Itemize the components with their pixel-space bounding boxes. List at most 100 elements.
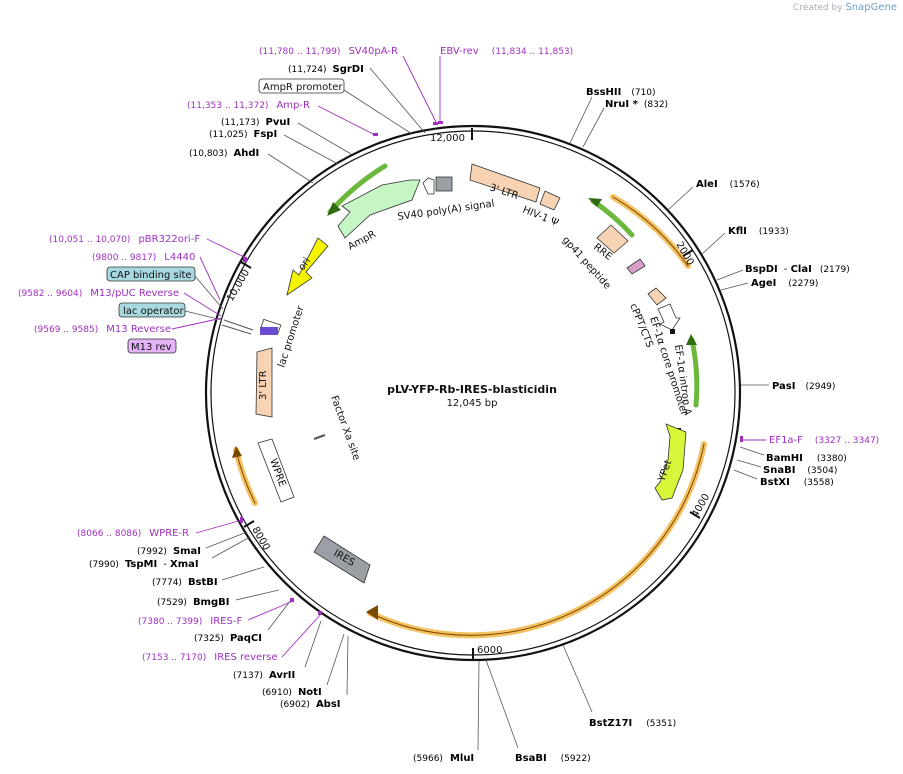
site-bamhi: BamHI(3380) <box>766 453 847 464</box>
site-mlui: (5966)MluI <box>413 753 474 764</box>
leader-ampr-promoter <box>343 89 413 135</box>
site-bstz17i: BstZ17I(5351) <box>589 718 676 729</box>
site-name-bmgbi: BmgBI <box>193 597 230 608</box>
site-pos-pasi: (2949) <box>805 382 835 392</box>
factor-xa-feature <box>313 434 326 440</box>
site-pos-sgrdi: (11,724) <box>288 65 327 75</box>
leader-tspmi <box>211 536 251 559</box>
feature-ltr3-left-label: 3' LTR <box>258 370 269 400</box>
leader-paqci <box>267 599 292 631</box>
site-pasi: PasI (2949) <box>772 381 835 392</box>
site-nrui: NruI *(832) <box>605 99 668 110</box>
primer-mark-sv40pa-r <box>433 122 438 125</box>
sv40-white-arrow <box>422 177 435 195</box>
leader-absi <box>346 635 349 696</box>
ampr-promoter-box: AmpR promoter <box>258 78 345 94</box>
tick-label-12000: 12,000 <box>430 133 465 144</box>
orf-arc-top-right-core <box>612 196 689 267</box>
primer-ebv-rev: EBV-rev (11,834 .. 11,853) <box>440 46 573 57</box>
primer-m13-reverse: (9569 .. 9585)M13 Reverse <box>34 324 171 335</box>
primer-name-ebv-rev: EBV-rev <box>440 46 479 57</box>
primer-range-pbr322ori-f: (10,051 .. 10,070) <box>49 235 130 245</box>
feature-lac-promoter-label: lac promoter <box>276 304 307 369</box>
site-name-bstz17i: BstZ17I <box>589 718 632 729</box>
primer-name-m13-reverse: M13 Reverse <box>106 324 171 335</box>
site-bmgbi: (7529) BmgBI <box>157 597 229 608</box>
site-name-pasi: PasI <box>772 381 795 392</box>
site-pos-kfli: (1933) <box>759 227 789 237</box>
primer-lines <box>171 55 766 658</box>
site-bstxi: BstXI(3558) <box>760 477 834 488</box>
wpre-feature <box>257 438 295 503</box>
ltr-left-feature <box>255 347 273 418</box>
primer-mark-pbr322ori-f <box>243 257 247 262</box>
green-arc-right <box>689 337 700 408</box>
leader-noti <box>326 633 345 686</box>
ring-ticks <box>240 128 701 660</box>
primer-range-ires-reverse: (7153 .. 7170) <box>142 653 206 663</box>
hiv-psi-feature <box>539 190 561 211</box>
site-pos-tspmi: (7990) <box>89 560 119 570</box>
site-pos-smai: (7992) <box>137 547 167 557</box>
sv40-gray-feature <box>435 176 453 192</box>
site-pos-bsshii: (710) <box>631 88 655 98</box>
cap-binding-rect <box>106 266 196 282</box>
site-bspdi: BspDI- ClaI(2179) <box>745 264 850 275</box>
leader-fspi <box>283 134 339 165</box>
primer-line-ires-f <box>247 600 294 621</box>
primer-range-amp-r: (11,353 .. 11,372) <box>187 101 268 111</box>
primer-name-amp-r: Amp-R <box>276 100 310 111</box>
cppt-feature <box>647 287 667 306</box>
leader-bstz17i <box>562 644 593 713</box>
leader-bamhi <box>739 446 765 456</box>
site-agei: AgeI(2279) <box>751 278 818 289</box>
orf-arc-top-right <box>610 194 691 269</box>
primer-name-ires-f: IRES-F <box>210 616 242 627</box>
primer-ef1a-f: EF1a-F(3327 .. 3347) <box>769 435 879 446</box>
primer-range-ebv-rev: (11,834 .. 11,853) <box>492 47 573 57</box>
plasmid-name: pLV-YFP-Rb-IRES-blasticidin <box>387 383 557 396</box>
site-bsshii: BssHII(710) <box>586 87 656 98</box>
ef1a-core-arrow <box>657 303 681 331</box>
site-name-paqci: PaqCI <box>230 633 262 644</box>
m13-rev-rect <box>127 338 177 354</box>
lac-operator-label: lac operator <box>123 306 184 317</box>
primer-pbr322ori-f: (10,051 .. 10,070)pBR322ori-F <box>49 234 200 245</box>
site-bstbi: (7774)BstBI <box>152 577 218 588</box>
gp41-feature <box>626 258 646 275</box>
tick-label-8000: 8000 <box>249 525 271 553</box>
primer-mark-m13-stack <box>260 327 278 335</box>
primer-line-pbr322ori-f <box>206 238 247 259</box>
primer-mark-amp-r <box>373 133 378 136</box>
site-pos-absi: (6902) <box>280 700 310 710</box>
primer-mark-ires-reverse <box>318 611 322 615</box>
plasmid-size: 12,045 bp <box>447 398 498 409</box>
primer-line-amp-r <box>317 105 376 136</box>
site-name-bamhi: BamHI <box>766 453 803 464</box>
site-name-noti: NotI <box>298 687 322 698</box>
snapgene-credit: Created by SnapGene <box>793 2 897 13</box>
site-name-ahdi: AhdI <box>234 148 260 159</box>
site-name-nrui: NruI * <box>605 99 639 110</box>
site-name-pvui: PvuI <box>266 117 291 128</box>
tick-2000 <box>682 249 694 257</box>
leader-agei <box>720 282 749 291</box>
lac-operator-rect <box>118 302 186 318</box>
tick-10000 <box>240 261 252 269</box>
cap-binding-label: CAP binding site <box>110 270 192 281</box>
feature-factor-xa-label: Factor Xa site <box>328 394 362 462</box>
leader-pvui <box>297 122 352 155</box>
site-alei: AleI(1576) <box>696 179 760 190</box>
site-absi: (6902)AbsI <box>280 699 341 710</box>
site-pos-bmgbi: (7529) <box>157 598 187 608</box>
site-sep-bspdi: - <box>784 264 791 275</box>
credit-prefix: Created by <box>793 3 843 13</box>
leader-bmgbi <box>235 589 280 601</box>
leader-ahdi <box>267 153 314 184</box>
primer-ires-reverse: (7153 .. 7170)IRES reverse <box>142 652 278 663</box>
site-pos-noti: (6910) <box>262 688 292 698</box>
site-pos-mlui: (5966) <box>413 754 443 764</box>
site-name-smai: SmaI <box>173 546 201 557</box>
leader-cap <box>193 274 224 310</box>
